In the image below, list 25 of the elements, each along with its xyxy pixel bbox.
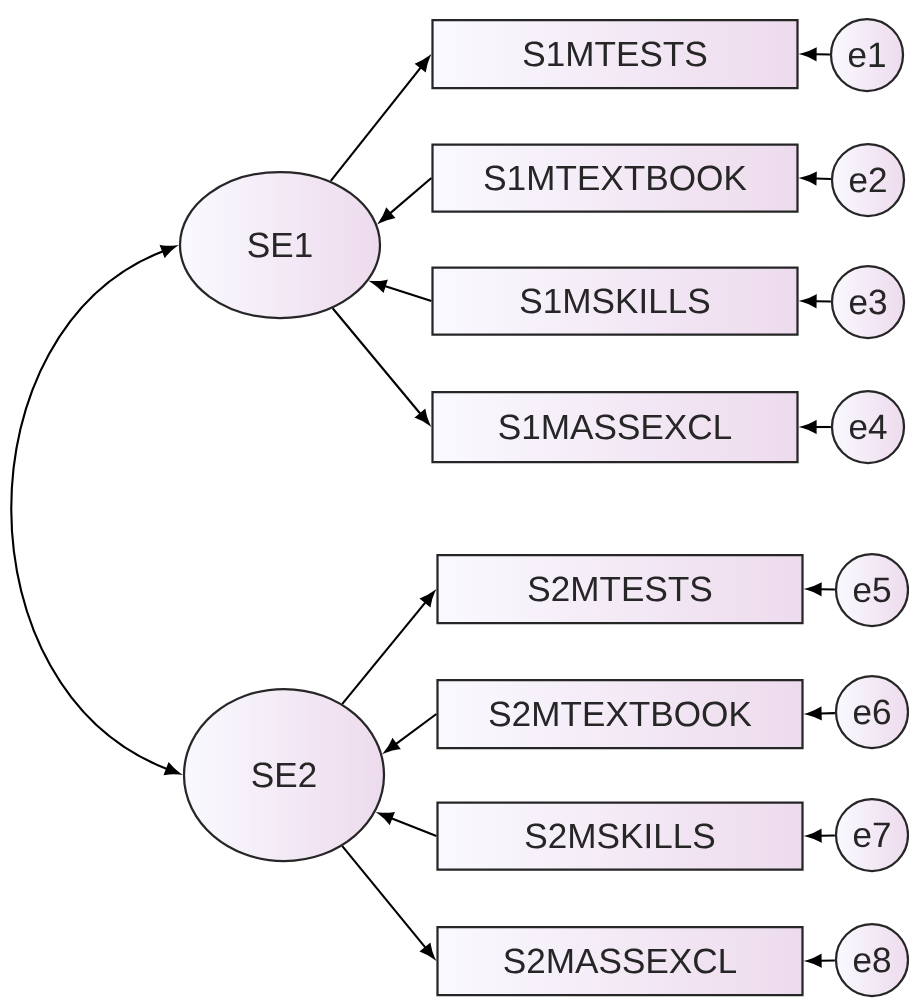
observed-variable-box: S2MASSEXCL [436,925,804,997]
arrow [801,420,831,434]
arrow [806,829,835,843]
observed-variable-box: S1MTEXTBOOK [431,143,799,213]
observed-variable-box: S2MSKILLS [436,801,804,871]
observed-variable-box: S2MTEXTBOOK [436,678,804,750]
arrow [801,172,831,185]
observed-variable-box: S1MSKILLS [431,266,799,336]
arrow [806,707,835,720]
arrow [806,954,835,968]
observed-variable-box: S2MTESTS [436,553,804,625]
arrow [384,713,437,753]
arrow [10,245,181,775]
arrow [801,294,831,308]
arrow [806,582,835,596]
arrow [378,812,437,837]
arrow [329,56,430,182]
arrow [379,177,433,223]
observed-variable-box: S1MTESTS [431,18,799,90]
arrow [341,591,435,705]
arrow [331,307,430,425]
arrow [801,47,830,61]
observed-variable-box: S1MASSEXCL [431,390,799,464]
arrow [341,845,435,959]
arrow [371,279,432,302]
